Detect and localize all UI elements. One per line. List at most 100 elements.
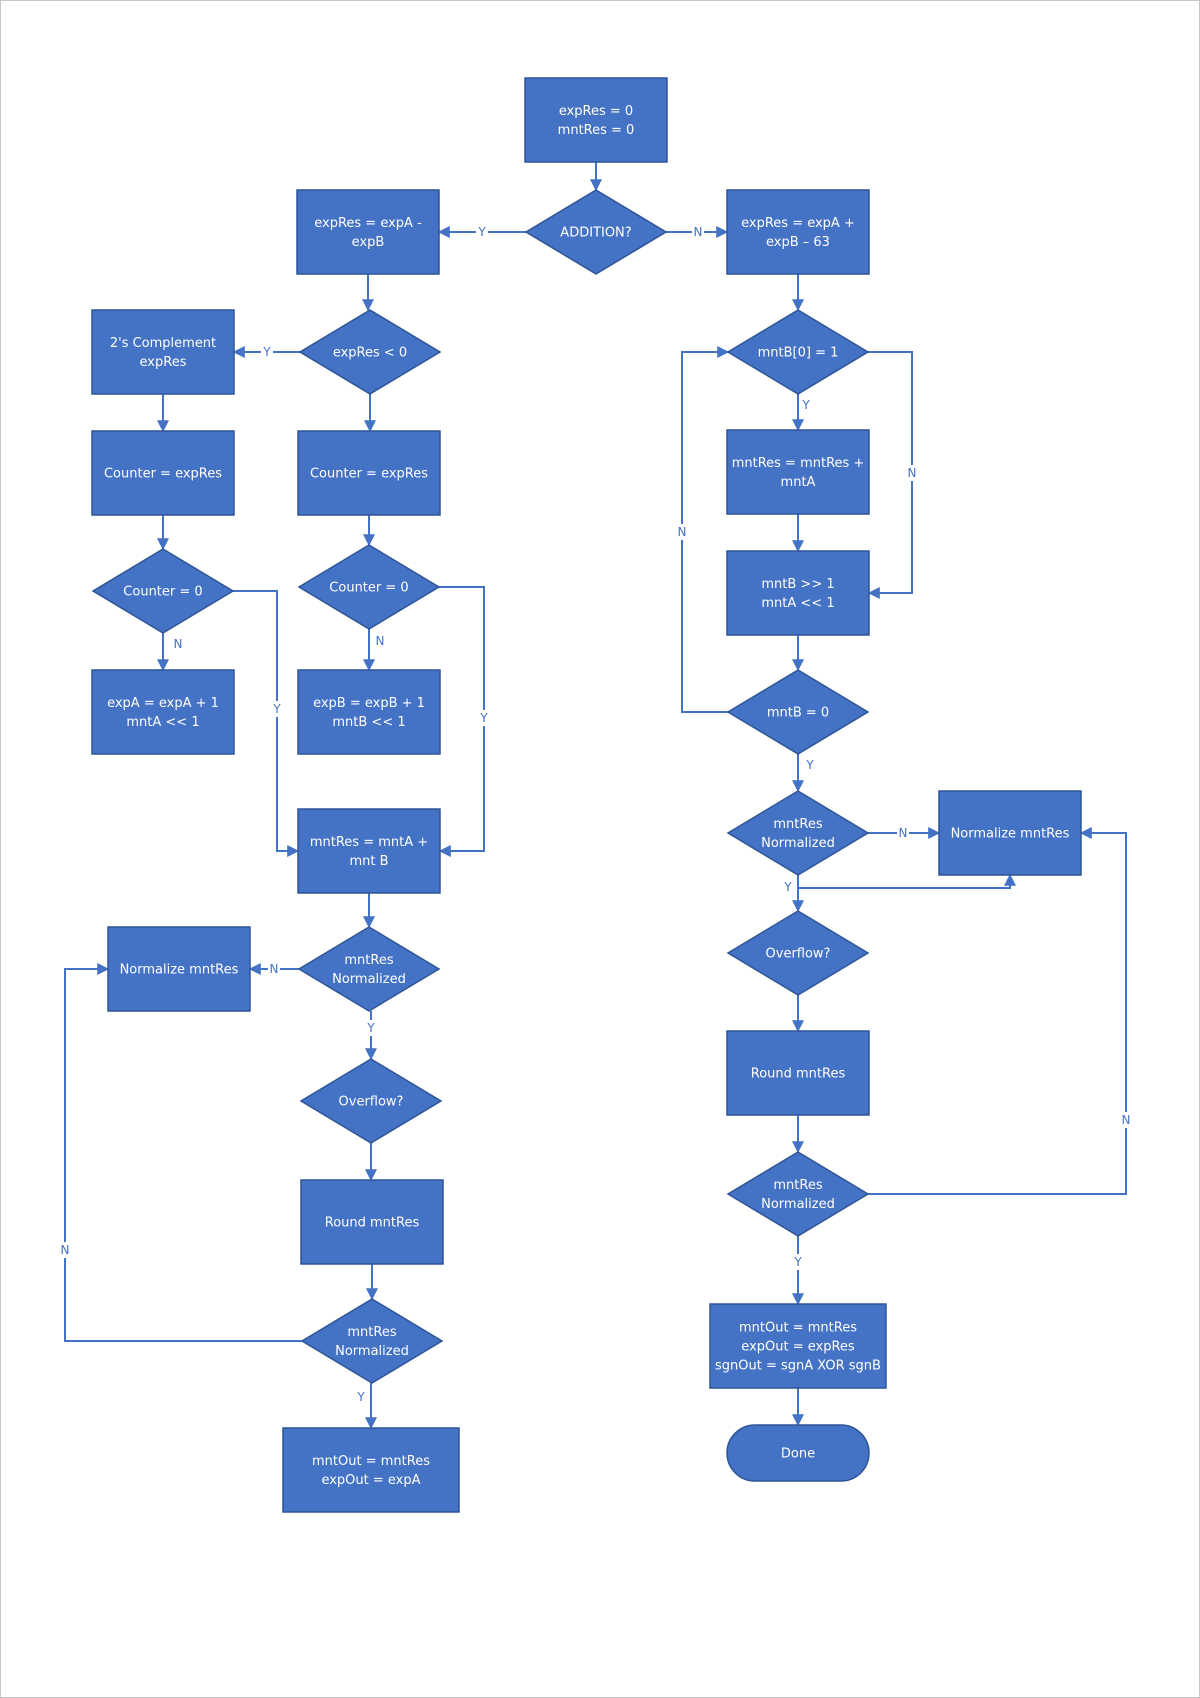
decision-addition: ADDITION? bbox=[524, 189, 668, 275]
node-text-line: mntRes bbox=[773, 817, 822, 832]
connector-counter_zero_mid-to-add_mnt bbox=[438, 586, 485, 857]
process-twos_comp: 2's Complement expRes bbox=[91, 309, 235, 395]
decision-diamond bbox=[726, 1151, 870, 1237]
node-text-line: mntRes bbox=[773, 1178, 822, 1193]
connector-label-no: N bbox=[376, 634, 385, 648]
node-text-line: mntRes = 0 bbox=[558, 123, 635, 138]
node-text-line: expB – 63 bbox=[766, 235, 830, 250]
connector-label-bg bbox=[906, 465, 918, 481]
connector-label-bg bbox=[261, 344, 273, 360]
node-text-line: mntB = 0 bbox=[767, 706, 829, 721]
node-text-line: mntOut = mntRes bbox=[312, 1454, 430, 1469]
process-normalize_1: Normalize mntRes bbox=[107, 926, 251, 1012]
node-text-line: mntRes bbox=[344, 953, 393, 968]
decision-diamond bbox=[300, 1298, 444, 1384]
process-box bbox=[297, 808, 441, 894]
node-text-line: mntRes = mntRes + bbox=[732, 456, 865, 471]
terminator-done: Done bbox=[726, 1424, 870, 1482]
process-counter_left: Counter = expRes bbox=[91, 430, 235, 516]
node-text-line: Counter = 0 bbox=[329, 581, 408, 596]
node-text-line: expA = expA + 1 bbox=[107, 696, 219, 711]
node-text-line: expOut = expA bbox=[321, 1473, 420, 1488]
process-add_mnt: mntRes = mntA +mnt B bbox=[297, 808, 441, 894]
connector-mntb_bit-to-shift_ab bbox=[867, 351, 913, 599]
process-round_1: Round mntRes bbox=[300, 1179, 444, 1265]
process-box bbox=[107, 926, 251, 1012]
node-text-line: mntA bbox=[781, 475, 816, 490]
process-box bbox=[938, 790, 1082, 876]
node-text-line: expRes bbox=[140, 355, 187, 370]
process-box bbox=[91, 669, 235, 755]
connector-label-bg bbox=[268, 961, 280, 977]
decision-counter_zero_left: Counter = 0 bbox=[91, 548, 235, 634]
decision-mntb_zero: mntB = 0 bbox=[726, 669, 870, 755]
process-box bbox=[91, 309, 235, 395]
node-text-line: expB = expB + 1 bbox=[313, 696, 425, 711]
connector-counter_zero_left-to-add_mnt bbox=[233, 590, 300, 857]
connector-label-yes: Y bbox=[783, 880, 792, 894]
node-text-line: Counter = expRes bbox=[104, 467, 222, 482]
node-text-line: mntB >> 1 bbox=[761, 577, 834, 592]
node-text-line: Normalize mntRes bbox=[951, 827, 1070, 842]
decision-overflow_1: Overflow? bbox=[299, 1058, 443, 1144]
process-box bbox=[709, 1303, 887, 1389]
node-text-line: expRes < 0 bbox=[333, 346, 407, 361]
node-text-line: Round mntRes bbox=[325, 1216, 420, 1231]
process-box bbox=[296, 189, 440, 275]
connector-label-bg bbox=[478, 710, 490, 726]
node-text-line: expOut = expRes bbox=[741, 1340, 855, 1355]
process-box bbox=[297, 430, 441, 516]
connector-label-bg bbox=[782, 879, 794, 895]
connector-label-bg bbox=[800, 397, 812, 413]
decision-overflow_2: Overflow? bbox=[726, 910, 870, 996]
node-text-line: Normalized bbox=[332, 972, 406, 987]
decision-mntb_bit: mntB[0] = 1 bbox=[726, 309, 870, 395]
connector-label-yes: Y bbox=[262, 345, 271, 359]
connector-label-no: N bbox=[694, 225, 703, 239]
connector-label-yes: Y bbox=[793, 1255, 802, 1269]
connector-label-yes: Y bbox=[805, 758, 814, 772]
node-text-line: mntRes bbox=[347, 1325, 396, 1340]
process-box bbox=[300, 1179, 444, 1265]
decision-diamond bbox=[524, 189, 668, 275]
node-text-line: mntRes = mntA + bbox=[310, 835, 428, 850]
connector-label-yes: Y bbox=[356, 1390, 365, 1404]
connector-label-yes: Y bbox=[272, 702, 281, 716]
process-normalize_2: Normalize mntRes bbox=[938, 790, 1082, 876]
node-text-line: Overflow? bbox=[339, 1095, 404, 1110]
node-text-line: Normalized bbox=[335, 1344, 409, 1359]
process-box bbox=[91, 430, 235, 516]
node-text-line: Done bbox=[781, 1447, 815, 1462]
decision-diamond bbox=[297, 926, 441, 1012]
connector-label-yes: Y bbox=[477, 225, 486, 239]
process-accumulate: mntRes = mntRes + mntA bbox=[726, 429, 870, 515]
decision-counter_zero_mid: Counter = 0 bbox=[297, 544, 441, 630]
node-text-line: ADDITION? bbox=[560, 226, 631, 241]
connector-label-bg bbox=[476, 224, 488, 240]
connector-norm_check_4-to-normalize_2 bbox=[868, 827, 1127, 1195]
connector-label-yes: Y bbox=[479, 711, 488, 725]
decision-diamond bbox=[726, 669, 870, 755]
decision-exp_neg: expRes < 0 bbox=[298, 309, 442, 395]
node-text-line: mntB << 1 bbox=[332, 715, 405, 730]
process-box bbox=[282, 1427, 460, 1513]
process-box bbox=[726, 189, 870, 275]
node-text-line: 2's Complement bbox=[110, 336, 216, 351]
decision-diamond bbox=[726, 790, 870, 876]
connector-label-bg bbox=[1120, 1112, 1132, 1128]
process-counter_mid: Counter = expRes bbox=[297, 430, 441, 516]
node-text-line: mntOut = mntRes bbox=[739, 1321, 857, 1336]
decision-diamond bbox=[726, 309, 870, 395]
node-text-line: Normalized bbox=[761, 1197, 835, 1212]
process-init: expRes = 0 mntRes = 0 bbox=[524, 77, 668, 163]
process-box bbox=[726, 1030, 870, 1116]
connector-label-bg bbox=[365, 1020, 377, 1036]
node-text-line: expRes = 0 bbox=[559, 104, 633, 119]
